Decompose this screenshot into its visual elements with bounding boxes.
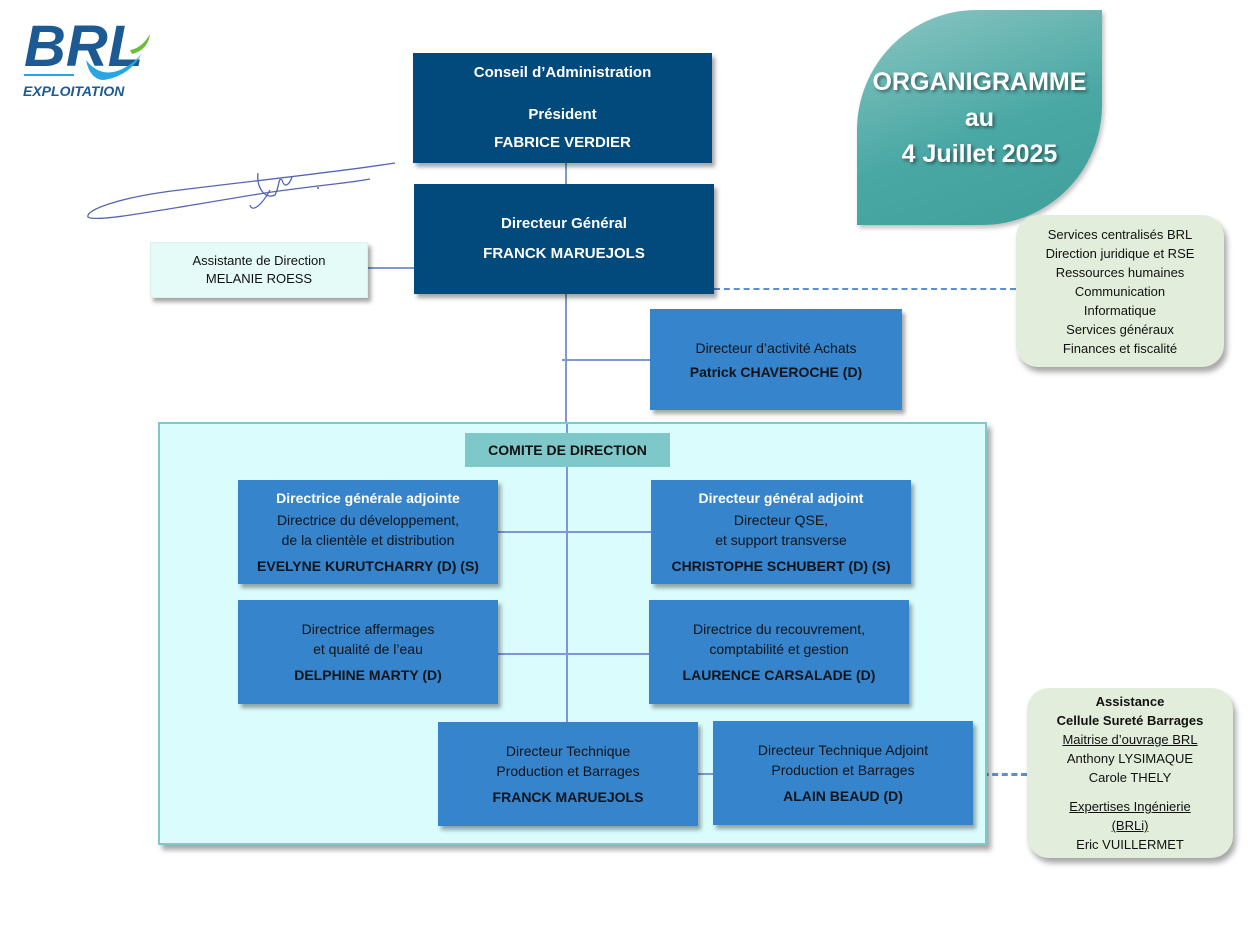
title-line-2: au xyxy=(964,103,995,132)
logo-wave-icon xyxy=(86,53,142,80)
member-role-line: Directrice du développement, xyxy=(276,512,460,528)
member-name: CHRISTOPHE SCHUBERT (D) (S) xyxy=(671,558,891,574)
member-box-affermages: Directrice affermages et qualité de l’ea… xyxy=(238,600,498,704)
dam-safety-section-engineering-org: (BRLi) xyxy=(1111,818,1149,833)
member-box-recouvrement: Directrice du recouvrement, comptabilité… xyxy=(649,600,909,704)
dam-safety-section-owner: Maitrise d’ouvrage BRL xyxy=(1062,732,1198,747)
purchasing-role: Directeur d’activité Achats xyxy=(695,339,857,356)
member-box-technical-director: Directeur Technique Production et Barrag… xyxy=(438,722,698,826)
dam-safety-person: Eric VUILLERMET xyxy=(1076,837,1184,852)
board-role: Président xyxy=(528,106,597,123)
member-role-line: de la clientèle et distribution xyxy=(281,532,455,548)
central-service-item: Communication xyxy=(1074,283,1166,299)
brl-logo: BRL EXPLOITATION xyxy=(20,8,160,103)
member-box-deputy-dg-male: Directeur général adjoint Directeur QSE,… xyxy=(651,480,911,584)
member-role-line: comptabilité et gestion xyxy=(709,641,849,657)
logo-subtitle: EXPLOITATION xyxy=(23,83,125,99)
member-header: Directeur général adjoint xyxy=(698,490,864,506)
dam-safety-subtitle: Cellule Sureté Barrages xyxy=(1056,713,1204,728)
purchasing-name: Patrick CHAVEROCHE (D) xyxy=(689,363,863,380)
connector-central-services xyxy=(714,288,1016,290)
logo-graphic: BRL EXPLOITATION xyxy=(23,14,150,99)
connector-committee-vertical xyxy=(566,424,568,722)
member-role-line: Directeur Technique Adjoint xyxy=(757,742,929,758)
member-header: Directrice générale adjointe xyxy=(276,490,460,506)
dam-safety-person: Carole THELY xyxy=(1088,770,1172,785)
central-service-item: Informatique xyxy=(1083,302,1157,318)
dam-safety-section-engineering: Expertises Ingénierie xyxy=(1069,799,1191,814)
member-role-line: Production et Barrages xyxy=(496,763,640,779)
member-name: LAURENCE CARSALADE (D) xyxy=(682,667,876,683)
member-role-line: Directrice du recouvrement, xyxy=(693,621,865,637)
board-name: FABRICE VERDIER xyxy=(494,134,631,151)
committee-label: COMITE DE DIRECTION xyxy=(465,433,670,467)
title-line-3: 4 Juillet 2025 xyxy=(901,139,1058,168)
title-line-1: ORGANIGRAMME xyxy=(872,67,1087,96)
central-service-item: Services centralisés BRL xyxy=(1047,226,1193,242)
member-role-line: Directeur Technique xyxy=(505,743,631,759)
central-service-item: Direction juridique et RSE xyxy=(1045,245,1195,261)
assistant-box: Assistante de Direction MELANIE ROESS xyxy=(150,242,368,298)
dam-safety-box: Assistance Cellule Sureté Barrages Maitr… xyxy=(1027,688,1233,858)
signature xyxy=(87,162,396,220)
logo-brand: BRL xyxy=(24,14,143,79)
member-box-deputy-technical-director: Directeur Technique Adjoint Production e… xyxy=(713,721,973,825)
dam-safety-person: Anthony LYSIMAQUE xyxy=(1066,751,1194,766)
board-title: Conseil d’Administration xyxy=(473,64,652,81)
central-service-item: Ressources humaines xyxy=(1055,264,1185,280)
member-role-line: Directrice affermages xyxy=(301,621,435,637)
ceo-role: Directeur Général xyxy=(501,215,627,232)
member-name: FRANCK MARUEJOLS xyxy=(492,789,644,805)
connector-row1-inner xyxy=(498,531,651,533)
committee-label-text: COMITE DE DIRECTION xyxy=(488,442,647,458)
connector-technical-inner xyxy=(697,773,713,775)
member-role-line: et qualité de l’eau xyxy=(313,641,423,657)
assistant-role: Assistante de Direction xyxy=(192,253,326,268)
member-role-line: et support transverse xyxy=(715,532,847,548)
title-badge: ORGANIGRAMME au 4 Juillet 2025 xyxy=(857,10,1102,225)
central-service-item: Finances et fiscalité xyxy=(1062,340,1178,356)
central-service-item: Services généraux xyxy=(1066,321,1174,337)
board-box: Conseil d’Administration Président FABRI… xyxy=(413,53,712,163)
logo-leaf-icon xyxy=(130,34,150,54)
connector-row2-inner xyxy=(498,653,649,655)
central-services-box: Services centralisés BRL Direction jurid… xyxy=(1016,215,1224,367)
ceo-name: FRANCK MARUEJOLS xyxy=(483,245,645,262)
connector-dam-safety xyxy=(973,773,1027,776)
member-name: ALAIN BEAUD (D) xyxy=(783,788,903,804)
member-role-line: Directeur QSE, xyxy=(733,512,829,528)
dam-safety-title: Assistance xyxy=(1095,694,1165,709)
member-box-deputy-dg-female: Directrice générale adjointe Directrice … xyxy=(238,480,498,584)
connector-purchasing xyxy=(562,359,650,361)
purchasing-box: Directeur d’activité Achats Patrick CHAV… xyxy=(650,309,902,410)
ceo-box: Directeur Général FRANCK MARUEJOLS xyxy=(414,184,714,294)
member-name: DELPHINE MARTY (D) xyxy=(294,667,442,683)
connector-assistant xyxy=(368,267,414,269)
assistant-name: MELANIE ROESS xyxy=(205,271,313,286)
member-role-line: Production et Barrages xyxy=(771,762,915,778)
member-name: EVELYNE KURUTCHARRY (D) (S) xyxy=(257,558,479,574)
